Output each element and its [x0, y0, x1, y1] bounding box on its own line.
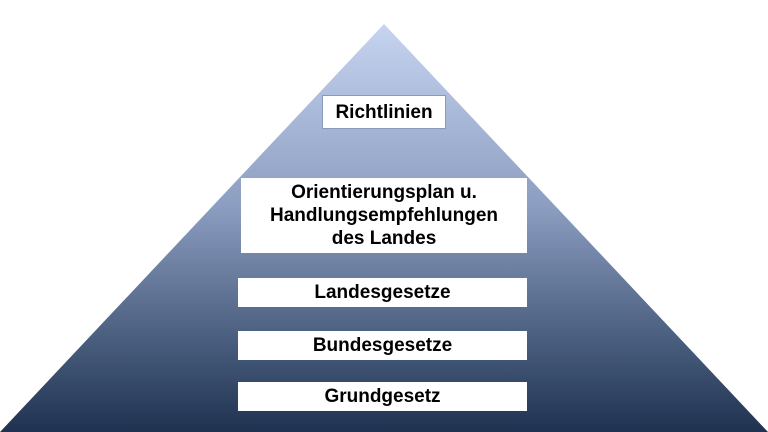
level-grundgesetz-label: Grundgesetz [324, 386, 441, 407]
level-orientierungsplan: Orientierungsplan u. Handlungsempfehlung… [241, 178, 527, 253]
level-orientierungsplan-label: Orientierungsplan u. Handlungsempfehlung… [270, 182, 498, 249]
level-bundesgesetze-label: Bundesgesetze [312, 335, 453, 356]
level-richtlinien: Richtlinien [322, 95, 446, 129]
level-bundesgesetze: Bundesgesetze [238, 331, 527, 360]
level-landesgesetze-label: Landesgesetze [314, 282, 451, 303]
level-landesgesetze: Landesgesetze [238, 278, 527, 307]
level-richtlinien-label: Richtlinien [335, 101, 433, 123]
level-grundgesetz: Grundgesetz [238, 382, 527, 411]
